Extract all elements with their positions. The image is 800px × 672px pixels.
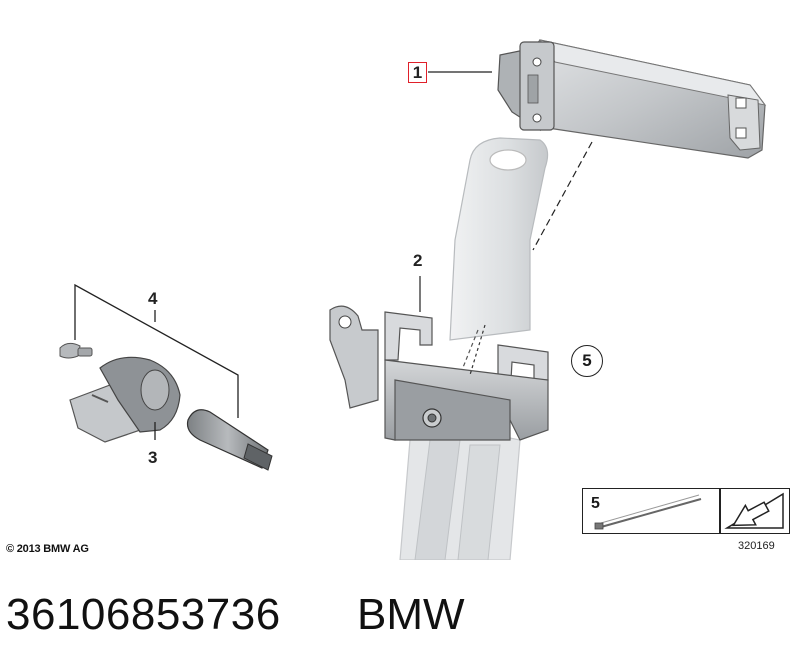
mounting-bracket[interactable] bbox=[399, 137, 549, 560]
legend-item-number: 5 bbox=[591, 495, 600, 512]
legend-box: 5 bbox=[582, 488, 790, 534]
cable-tie-icon bbox=[594, 494, 702, 530]
callout-5[interactable]: 5 bbox=[571, 345, 603, 377]
callout-4[interactable]: 4 bbox=[148, 289, 158, 308]
part-number: 36106853736 bbox=[6, 590, 281, 639]
mounting-dash-line bbox=[532, 141, 593, 251]
valve-screw[interactable] bbox=[59, 342, 93, 359]
valve-stem[interactable] bbox=[186, 409, 273, 471]
brand-name: BMW bbox=[357, 590, 465, 639]
drawing-number: 320169 bbox=[738, 540, 775, 552]
callout-1[interactable]: 1 bbox=[408, 62, 427, 83]
holder[interactable] bbox=[329, 276, 549, 441]
valve-kit-bracket-lines bbox=[74, 283, 239, 418]
mounting-direction-icon bbox=[724, 492, 784, 529]
tpms-sensor[interactable] bbox=[69, 356, 181, 443]
sensor-module[interactable] bbox=[497, 39, 767, 159]
cable-tie-dash bbox=[469, 324, 486, 376]
callout-2[interactable]: 2 bbox=[413, 251, 423, 270]
legend-divider bbox=[719, 489, 721, 533]
callout-3[interactable]: 3 bbox=[148, 448, 158, 467]
copyright-text: © 2013 BMW AG bbox=[6, 543, 89, 555]
